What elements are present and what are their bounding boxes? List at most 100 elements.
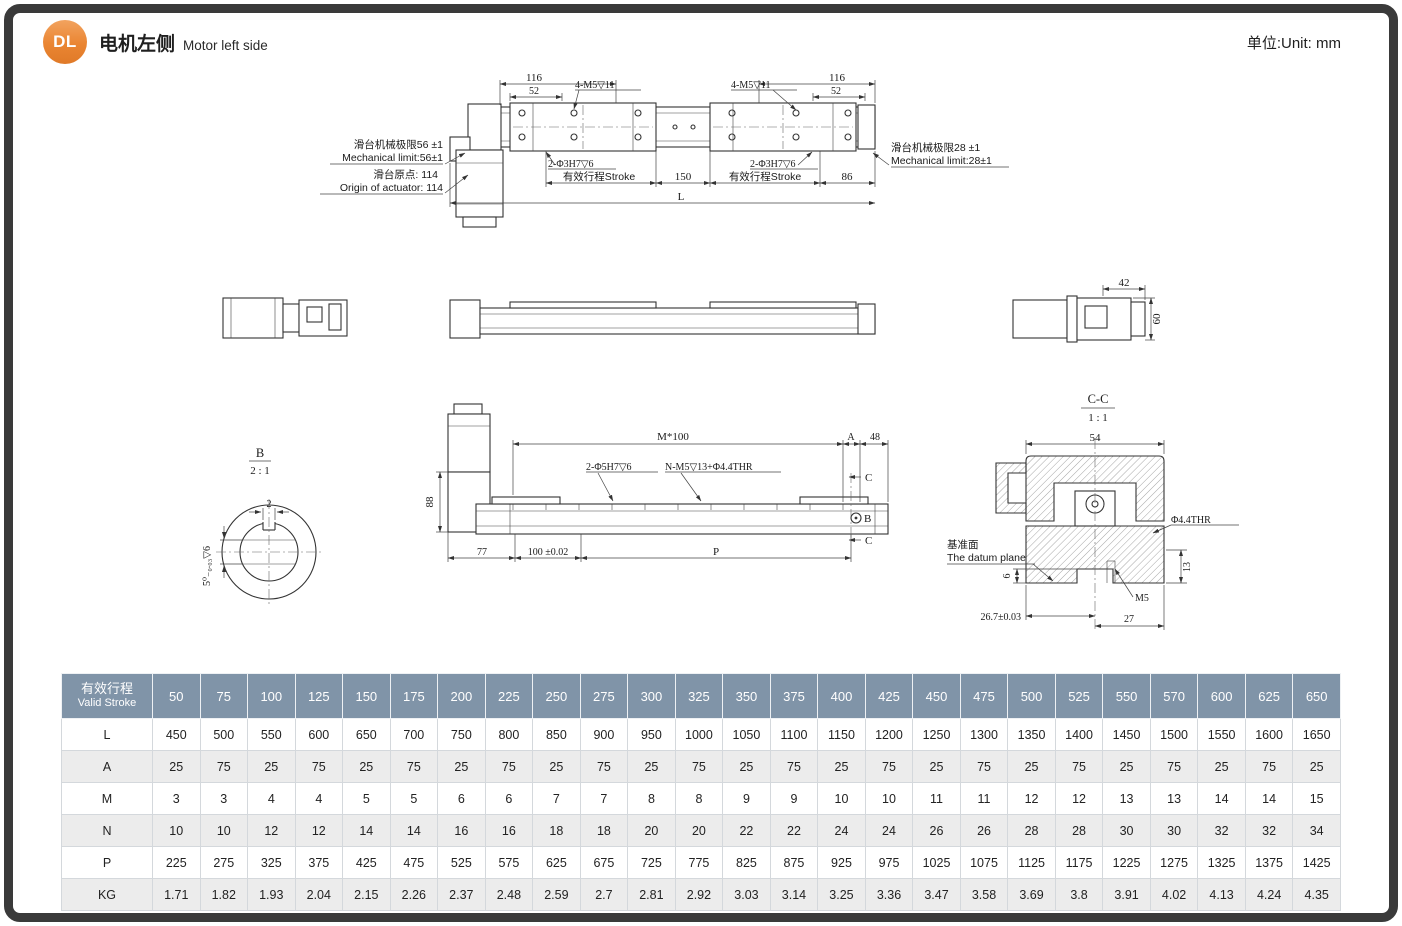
row-label: N bbox=[61, 814, 153, 847]
table-cell: 1225 bbox=[1102, 846, 1151, 879]
callout-4m5-left: 4-M5▽11 bbox=[575, 80, 615, 91]
table-cell: 1000 bbox=[674, 718, 724, 751]
limit-left-zh: 滑台机械极限56 ±1 bbox=[354, 138, 443, 151]
table-cell: 6 bbox=[484, 782, 534, 815]
table-cell: 725 bbox=[627, 846, 676, 879]
table-cell: 2.37 bbox=[437, 878, 486, 911]
column-header: 350 bbox=[722, 673, 771, 719]
stroke-label-left: 有效行程Stroke bbox=[563, 170, 636, 183]
limit-left-en: Mechanical limit:56±1 bbox=[342, 152, 443, 164]
side-view: 42 60 bbox=[222, 277, 1163, 343]
row-label: KG bbox=[61, 878, 153, 911]
table-cell: 3 bbox=[199, 782, 249, 815]
table-cell: 1125 bbox=[1007, 846, 1056, 879]
column-header: 500 bbox=[1007, 673, 1056, 719]
table-cell: 13 bbox=[1149, 782, 1199, 815]
table-cell: 3.58 bbox=[959, 878, 1009, 911]
table-cell: 28 bbox=[1007, 814, 1056, 847]
column-header: 570 bbox=[1149, 673, 1199, 719]
column-header: 425 bbox=[864, 673, 914, 719]
dim-2: 2 bbox=[267, 499, 272, 510]
table-cell: 75 bbox=[1054, 750, 1104, 783]
table-cell: 75 bbox=[959, 750, 1009, 783]
table-cell: 12 bbox=[1007, 782, 1056, 815]
table-cell: 3.8 bbox=[1054, 878, 1104, 911]
table-cell: 1450 bbox=[1102, 718, 1151, 751]
table-cell: 525 bbox=[437, 846, 486, 879]
table-cell: 24 bbox=[817, 814, 866, 847]
column-header: 225 bbox=[484, 673, 534, 719]
table-cell: 75 bbox=[389, 750, 439, 783]
table-cell: 5 bbox=[342, 782, 391, 815]
table-cell: 575 bbox=[484, 846, 534, 879]
table-cell: 75 bbox=[864, 750, 914, 783]
table-cell: 26 bbox=[912, 814, 961, 847]
callout-m5: M5 bbox=[1135, 593, 1149, 604]
table-cell: 6 bbox=[437, 782, 486, 815]
table-cell: 1275 bbox=[1149, 846, 1199, 879]
table-cell: 22 bbox=[722, 814, 771, 847]
dim-13: 13 bbox=[1182, 562, 1193, 572]
datum-en: The datum plane bbox=[947, 552, 1026, 564]
column-header: 200 bbox=[437, 673, 486, 719]
table-cell: 4 bbox=[294, 782, 344, 815]
dim-60: 60 bbox=[1151, 313, 1163, 325]
table-cell: 1550 bbox=[1197, 718, 1246, 751]
column-header: 650 bbox=[1292, 673, 1341, 719]
table-cell: 1025 bbox=[912, 846, 961, 879]
table-cell: 7 bbox=[532, 782, 581, 815]
table-cell: 1050 bbox=[722, 718, 771, 751]
column-header: 275 bbox=[579, 673, 629, 719]
section-cc-scale: 1 : 1 bbox=[1088, 412, 1108, 424]
table-cell: 75 bbox=[769, 750, 819, 783]
dim-150: 150 bbox=[675, 171, 692, 183]
table-cell: 675 bbox=[579, 846, 629, 879]
detail-marker-b: B bbox=[864, 513, 871, 525]
table-cell: 1300 bbox=[959, 718, 1009, 751]
table-cell: 10 bbox=[199, 814, 249, 847]
table-cell: 75 bbox=[294, 750, 344, 783]
column-header: 450 bbox=[912, 673, 961, 719]
table-cell: 1650 bbox=[1292, 718, 1341, 751]
dim-52-right: 52 bbox=[831, 86, 841, 97]
dim-116-right: 116 bbox=[829, 72, 846, 84]
table-cell: 30 bbox=[1149, 814, 1199, 847]
table-cell: 1200 bbox=[864, 718, 914, 751]
table-cell: 625 bbox=[532, 846, 581, 879]
column-header: 600 bbox=[1197, 673, 1246, 719]
table-cell: 30 bbox=[1102, 814, 1151, 847]
origin-zh: 滑台原点: 114 bbox=[373, 168, 438, 181]
table-cell: 1.93 bbox=[247, 878, 296, 911]
table-cell: 14 bbox=[1244, 782, 1294, 815]
table-cell: 2.81 bbox=[627, 878, 676, 911]
dim-m100: M*100 bbox=[657, 431, 689, 443]
table-cell: 25 bbox=[342, 750, 391, 783]
table-cell: 2.92 bbox=[674, 878, 724, 911]
table-cell: 24 bbox=[864, 814, 914, 847]
column-header: 475 bbox=[959, 673, 1009, 719]
table-cell: 4 bbox=[247, 782, 296, 815]
valid-stroke-header-zh: 有效行程 bbox=[80, 681, 133, 696]
table-cell: 25 bbox=[1007, 750, 1056, 783]
table-cell: 12 bbox=[294, 814, 344, 847]
table-cell: 16 bbox=[437, 814, 486, 847]
table-cell: 825 bbox=[722, 846, 771, 879]
table-cell: 3 bbox=[152, 782, 201, 815]
table-cell: 11 bbox=[912, 782, 961, 815]
page-title-zh: 电机左侧 bbox=[99, 33, 176, 55]
table-cell: 25 bbox=[912, 750, 961, 783]
table-cell: 1425 bbox=[1292, 846, 1341, 879]
origin-en: Origin of actuator: 114 bbox=[340, 182, 443, 194]
table-cell: 2.15 bbox=[342, 878, 391, 911]
stroke-label-right: 有效行程Stroke bbox=[729, 170, 802, 183]
dim-86: 86 bbox=[842, 171, 854, 183]
table-cell: 3.25 bbox=[817, 878, 866, 911]
detail-b-scale: 2 : 1 bbox=[250, 465, 270, 477]
table-cell: 25 bbox=[532, 750, 581, 783]
section-cc: C-C 1 : 1 54 bbox=[947, 392, 1239, 631]
table-cell: 950 bbox=[627, 718, 676, 751]
